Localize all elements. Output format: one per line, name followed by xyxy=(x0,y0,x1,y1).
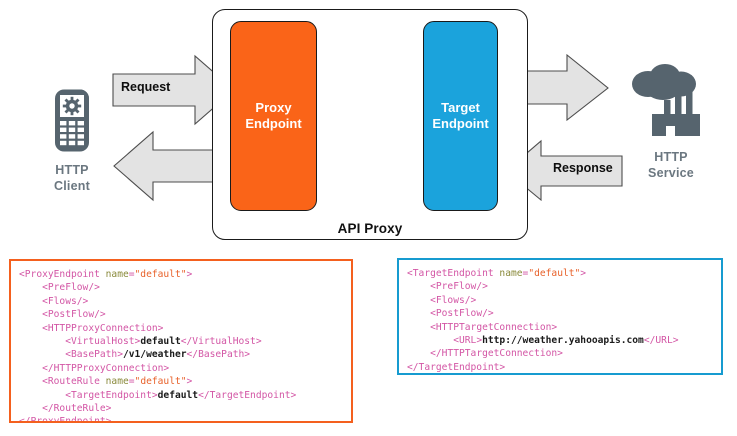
http-service-node: HTTP Service xyxy=(630,62,712,181)
code-line: </HTTPTargetConnection> xyxy=(407,347,713,360)
code-token-text xyxy=(19,336,65,347)
http-client-caption-line2: Client xyxy=(54,178,90,193)
code-token-punct: = xyxy=(128,376,135,388)
code-line: <Flows/> xyxy=(407,294,713,307)
code-token-tag: <RouteRule xyxy=(42,376,106,388)
cloud-factory-icon xyxy=(630,64,712,144)
code-token-tag: <URL> xyxy=(453,335,483,347)
target-endpoint-code-block: <TargetEndpoint name="default"> <PreFlow… xyxy=(397,258,723,375)
code-token-text xyxy=(19,349,65,360)
code-token-tag: <PreFlow/> xyxy=(42,282,100,294)
code-line: <Flows/> xyxy=(19,295,343,308)
code-token-text xyxy=(19,363,42,374)
code-token-tag: <PostFlow/> xyxy=(42,309,106,321)
api-proxy-diagram: HTTP Client xyxy=(32,9,712,240)
code-token-tag: </TargetEndpoint> xyxy=(407,361,506,373)
code-line: <TargetEndpoint>default</TargetEndpoint> xyxy=(19,389,343,402)
http-service-caption-line1: HTTP xyxy=(654,150,688,164)
code-line: <HTTPProxyConnection> xyxy=(19,322,343,335)
code-token-tag: > xyxy=(186,376,193,388)
response-label: Response xyxy=(553,161,613,175)
request-label: Request xyxy=(121,80,171,94)
code-token-attr: name xyxy=(499,268,523,279)
code-token-text: http://weather.yahooapis.com xyxy=(482,335,644,347)
code-line: <URL>http://weather.yahooapis.com</URL> xyxy=(407,334,713,347)
code-line: </HTTPProxyConnection> xyxy=(19,362,343,375)
code-token-tag: <Flows/> xyxy=(42,295,89,307)
code-token-tag: <TargetEndpoint xyxy=(407,268,500,279)
code-line: <RouteRule name="default"> xyxy=(19,375,343,388)
code-token-text xyxy=(19,282,42,293)
proxy-endpoint-label-line2: Endpoint xyxy=(245,116,302,131)
code-token-tag: </VirtualHost> xyxy=(180,336,262,348)
code-token-text xyxy=(19,390,65,401)
code-line: </TargetEndpoint> xyxy=(407,361,713,373)
code-line: <PostFlow/> xyxy=(19,308,343,321)
code-token-tag: <TargetEndpoint> xyxy=(65,389,158,401)
code-token-text xyxy=(19,296,42,307)
http-client-node: HTTP Client xyxy=(32,88,112,194)
code-token-attr: name xyxy=(105,376,129,388)
code-token-text: /v1/weather xyxy=(122,349,187,361)
target-endpoint-box[interactable]: Target Endpoint xyxy=(423,21,498,211)
proxy-endpoint-label-line1: Proxy xyxy=(255,99,292,115)
code-token-tag: </RouteRule> xyxy=(42,403,112,415)
code-token-tag: </HTTPTargetConnection> xyxy=(430,348,563,360)
http-client-caption: HTTP Client xyxy=(32,163,112,194)
code-token-text xyxy=(407,295,430,306)
code-line: <PreFlow/> xyxy=(407,280,713,293)
code-line: <ProxyEndpoint name="default"> xyxy=(19,268,343,281)
code-token-text xyxy=(19,309,42,320)
code-token-val: "default" xyxy=(134,376,187,388)
code-token-tag: </ProxyEndpoint> xyxy=(19,416,112,423)
code-token-text xyxy=(407,322,430,333)
proxy-endpoint-code-block: <ProxyEndpoint name="default"> <PreFlow/… xyxy=(9,259,353,423)
http-service-caption: HTTP Service xyxy=(630,150,712,181)
code-token-tag: <PreFlow/> xyxy=(430,281,488,293)
code-token-tag: </BasePath> xyxy=(186,349,251,361)
code-line: <BasePath>/v1/weather</BasePath> xyxy=(19,348,343,361)
code-token-text xyxy=(19,376,42,387)
code-token-tag: > xyxy=(580,268,587,279)
code-token-tag: <HTTPProxyConnection> xyxy=(42,322,164,334)
code-token-tag: <Flows/> xyxy=(430,294,477,306)
code-token-text: default xyxy=(157,389,199,401)
target-endpoint-label-line2: Endpoint xyxy=(432,116,489,131)
code-token-tag: </URL> xyxy=(643,335,679,347)
code-token-punct: = xyxy=(128,269,135,280)
code-token-val: "default" xyxy=(134,269,187,280)
code-token-text xyxy=(407,348,430,359)
code-token-tag: > xyxy=(186,269,193,280)
mobile-phone-icon xyxy=(52,89,92,157)
code-token-text xyxy=(19,323,42,334)
http-service-caption-line2: Service xyxy=(648,165,694,180)
code-line: <HTTPTargetConnection> xyxy=(407,321,713,334)
code-token-tag: <PostFlow/> xyxy=(430,308,494,320)
code-token-tag: <HTTPTargetConnection> xyxy=(430,321,558,333)
code-token-text xyxy=(19,403,42,414)
code-line: <VirtualHost>default</VirtualHost> xyxy=(19,335,343,348)
code-line: </RouteRule> xyxy=(19,402,343,415)
code-line: <TargetEndpoint name="default"> xyxy=(407,267,713,280)
code-token-val: "default" xyxy=(528,268,581,279)
code-token-attr: name xyxy=(105,269,129,280)
code-line: <PostFlow/> xyxy=(407,307,713,320)
code-token-tag: <BasePath> xyxy=(65,349,123,361)
code-token-text xyxy=(407,335,453,346)
code-line: <PreFlow/> xyxy=(19,281,343,294)
http-client-caption-line1: HTTP xyxy=(55,163,89,177)
code-token-tag: </HTTPProxyConnection> xyxy=(42,362,170,374)
code-line: </ProxyEndpoint> xyxy=(19,415,343,423)
target-endpoint-label-line1: Target xyxy=(441,99,480,115)
code-token-tag: </TargetEndpoint> xyxy=(198,389,297,401)
code-token-text xyxy=(407,308,430,319)
code-token-punct: = xyxy=(522,268,529,279)
proxy-endpoint-box[interactable]: Proxy Endpoint xyxy=(230,21,317,211)
code-token-tag: <VirtualHost> xyxy=(65,336,141,348)
code-token-text: default xyxy=(140,336,181,348)
code-token-text xyxy=(407,281,430,292)
code-token-tag: <ProxyEndpoint xyxy=(19,269,106,280)
api-proxy-label: API Proxy xyxy=(337,221,403,236)
